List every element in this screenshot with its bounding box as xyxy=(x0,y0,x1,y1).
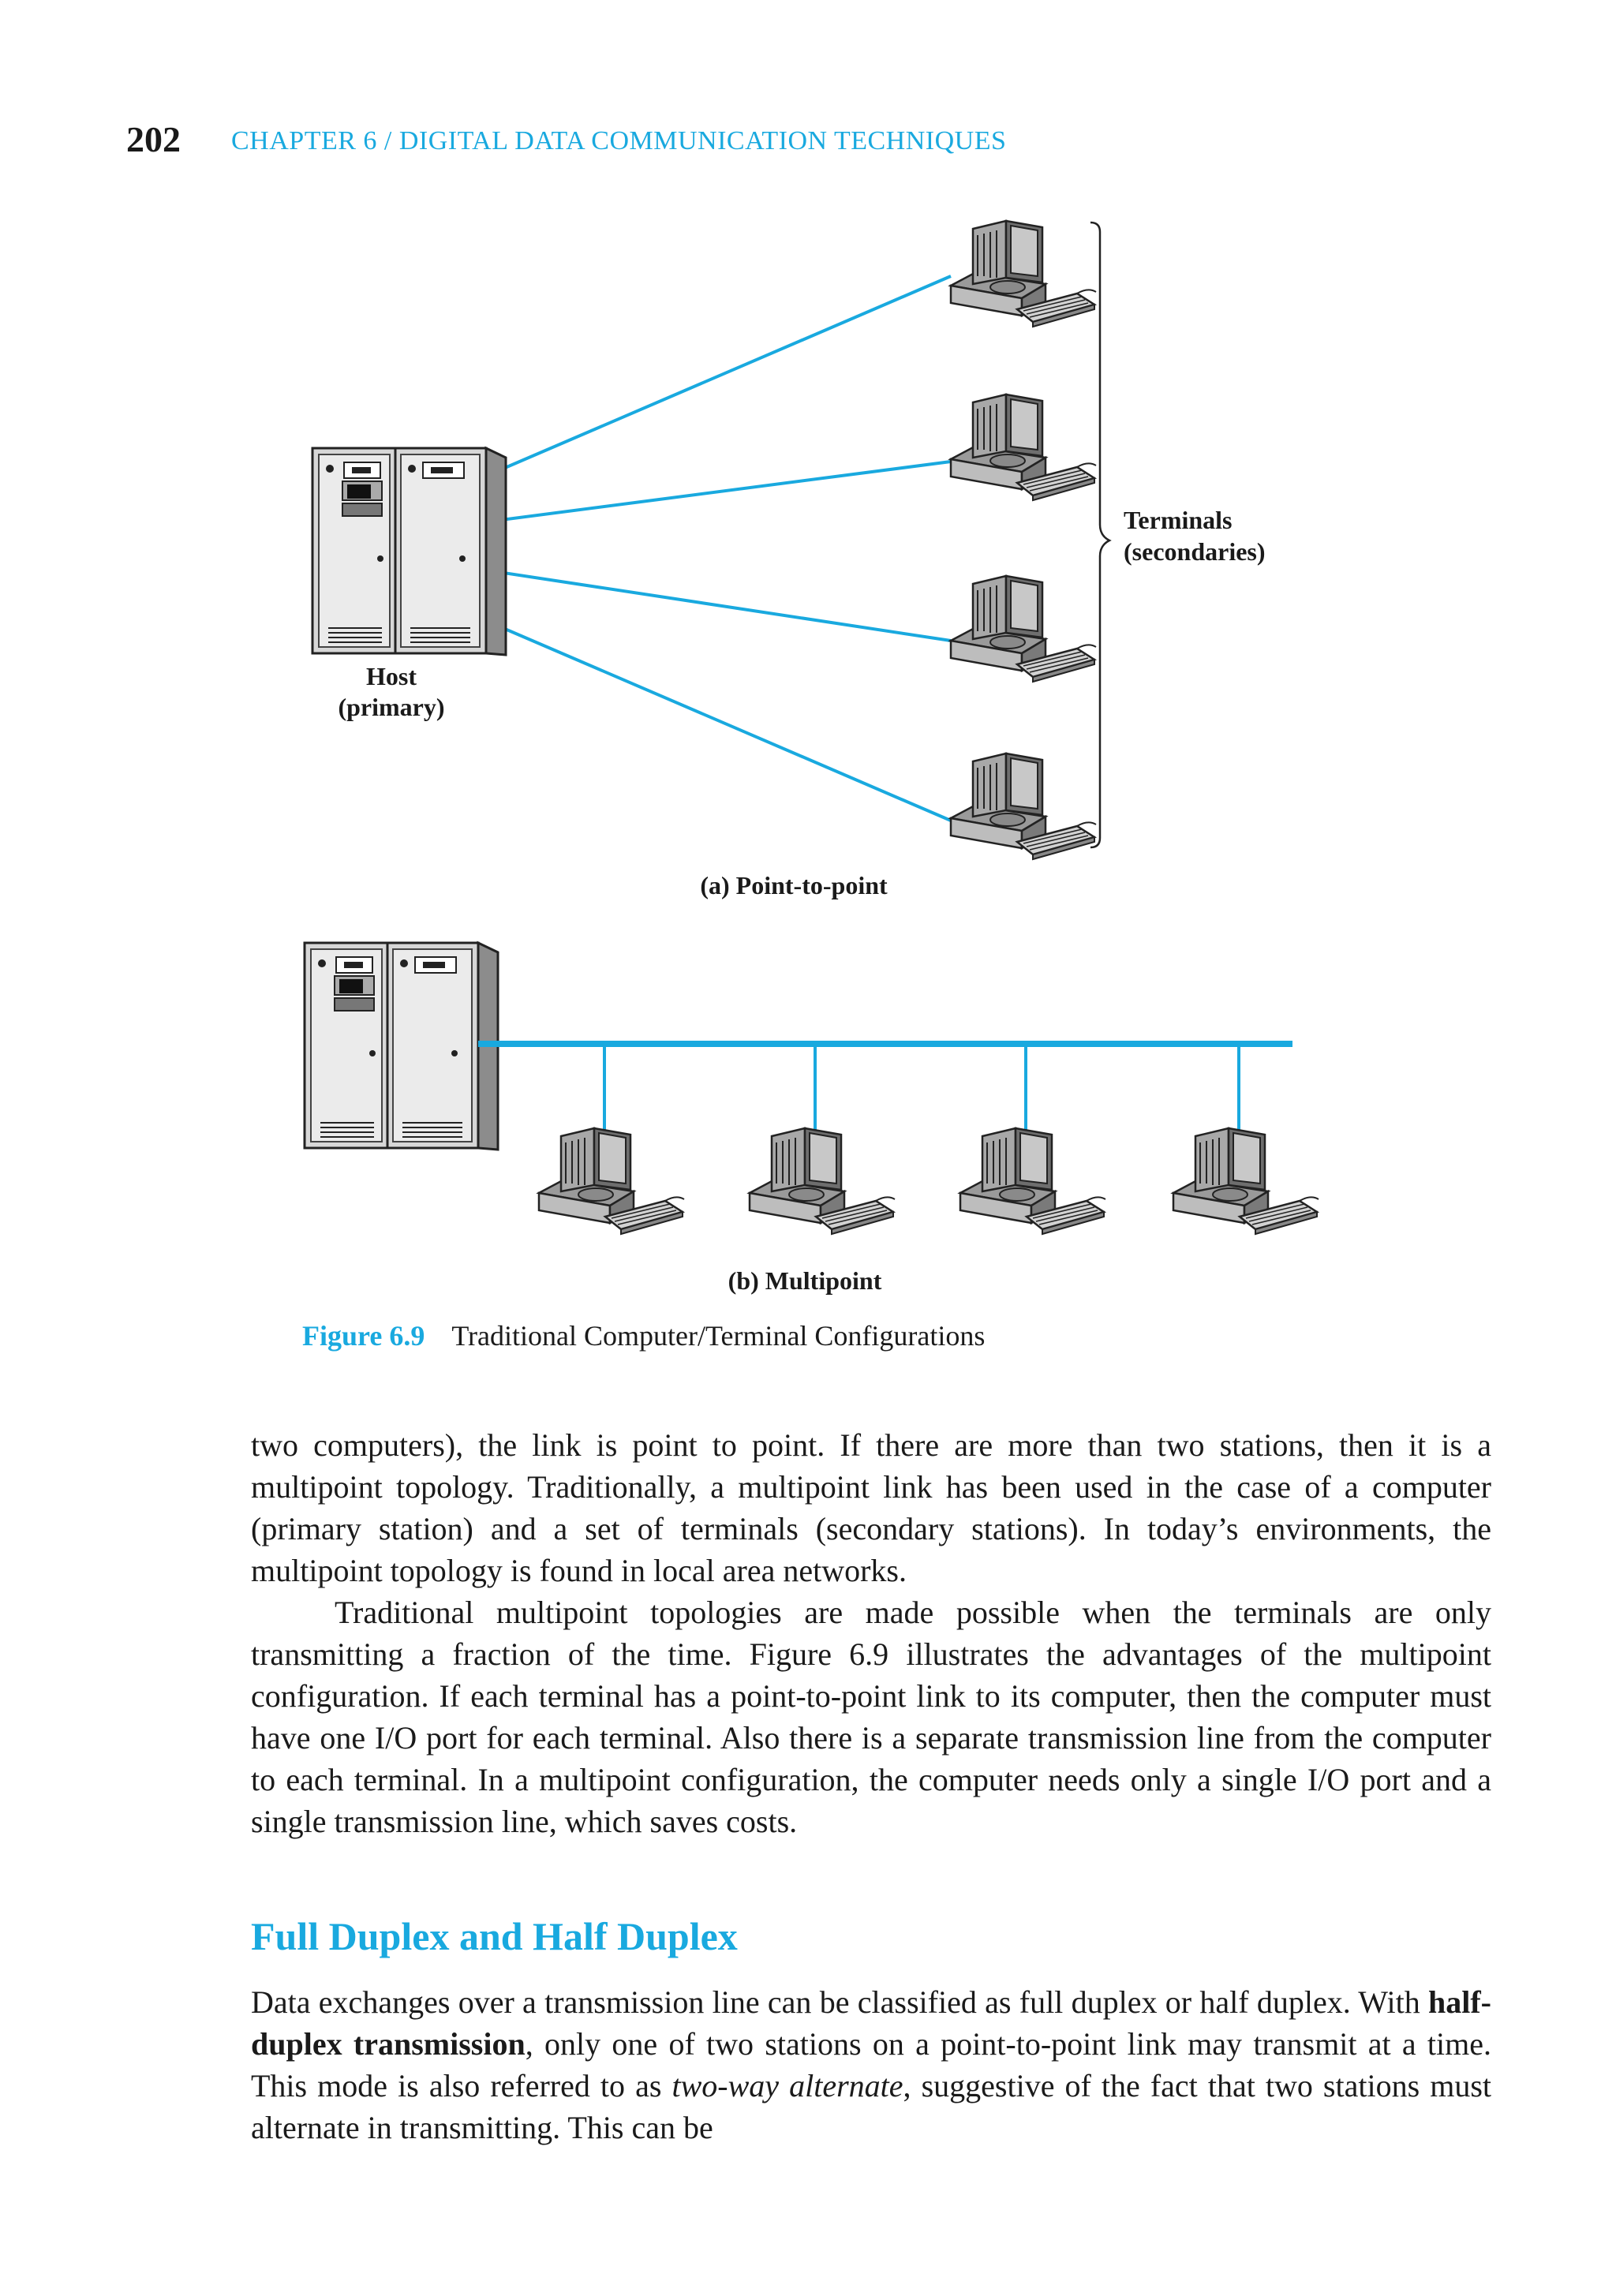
text-run: , only one of two stations on a point-to… xyxy=(251,2026,1492,2103)
page-number: 202 xyxy=(126,119,181,159)
terminals-label-line1: Terminals xyxy=(1124,506,1233,534)
paragraph: two computers), the link is point to poi… xyxy=(251,1427,1491,1588)
text-run: , suggestive of the fact that two statio… xyxy=(251,2068,1492,2145)
point-to-point-links xyxy=(482,275,952,822)
multipoint-diagram: (b) Multipoint xyxy=(303,941,1320,1295)
terminal-icon xyxy=(949,219,1098,328)
running-title: CHAPTER 6 / DIGITAL DATA COMMUNICATION T… xyxy=(231,126,1007,155)
paragraph: Data exchanges over a transmission line … xyxy=(251,1981,1491,2148)
figure-number: Figure 6.9 xyxy=(302,1320,425,1352)
subfigure-b-label: (b) Multipoint xyxy=(728,1266,882,1295)
subfigure-a-label: (a) Point-to-point xyxy=(700,871,888,899)
terminal-icon xyxy=(949,393,1098,502)
point-to-point-diagram: Terminals (secondaries) Host (primary) (… xyxy=(311,219,1266,899)
host-mainframe-icon xyxy=(311,447,507,656)
figure-caption: Figure 6.9 Traditional Computer/Terminal … xyxy=(302,1319,985,1352)
figure-caption-text: Traditional Computer/Terminal Configurat… xyxy=(451,1320,986,1352)
terminal-icon xyxy=(537,1127,686,1236)
terminal-icon xyxy=(949,574,1098,683)
host-mainframe-icon xyxy=(303,941,499,1151)
paragraph: Traditional multipoint topologies are ma… xyxy=(251,1595,1491,1839)
body-text-block-2: Data exchanges over a transmission line … xyxy=(251,1981,1491,2148)
figure-6-9: Terminals (secondaries) Host (primary) (… xyxy=(303,219,1320,1295)
multipoint-bus xyxy=(478,1041,1292,1136)
host-label-line2: (primary) xyxy=(338,693,444,721)
terminal-icon xyxy=(949,752,1098,861)
italic-term: two-way alternate xyxy=(671,2068,903,2103)
terminals-label-line2: (secondaries) xyxy=(1124,537,1266,566)
text-run: Data exchanges over a transmission line … xyxy=(251,1984,1428,2020)
bold-term: half-duplex transmission xyxy=(251,1984,1491,2062)
section-heading: Full Duplex and Half Duplex xyxy=(251,1914,738,1958)
terminal-icon xyxy=(959,1127,1107,1236)
terminals-brace xyxy=(1090,221,1112,849)
terminal-icon xyxy=(748,1127,896,1236)
body-text-block: two computers), the link is point to poi… xyxy=(251,1424,1491,1842)
terminal-icon xyxy=(1172,1127,1320,1236)
host-label-line1: Host xyxy=(366,662,417,690)
